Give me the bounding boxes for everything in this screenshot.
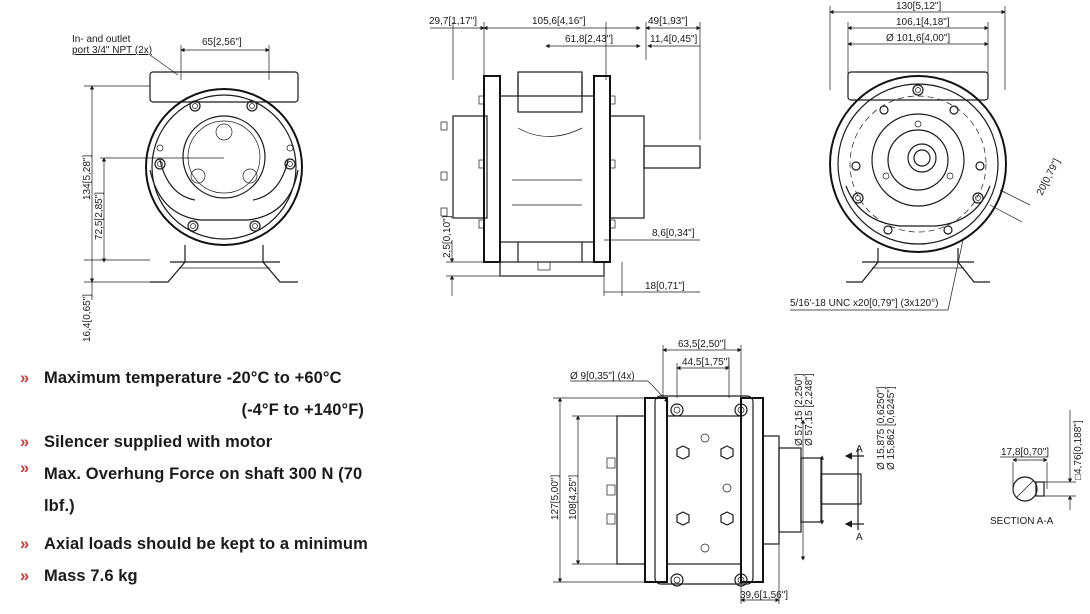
spec-list: » Maximum temperature -20°C to +60°C (-4…	[20, 368, 370, 598]
dim-port-spacing: 65[2,56"]	[202, 37, 242, 48]
dim-foot: 16,4[0,65"]	[82, 294, 93, 342]
front-view: In- and outlet port 3/4" NPT (2x) 65[2,5…	[72, 34, 303, 342]
section-label: SECTION A-A	[990, 516, 1054, 527]
spec-item: » Maximum temperature -20°C to +60°C (-4…	[20, 368, 370, 420]
dim-width-total: 130[5,12"]	[896, 1, 941, 12]
dim-key: 17,8[0,70"]	[1001, 447, 1049, 458]
dim-left-offset: 29,7[1,17"]	[429, 16, 477, 27]
bullet-marker: »	[20, 535, 30, 553]
thread-note: 5/16'-18 UNC x20[0,79"] (3x120°)	[790, 298, 938, 309]
dim-bottom: 39,6[1,56"]	[740, 590, 788, 601]
spec-text: Maximum temperature -20°C to +60°C	[44, 369, 342, 387]
dim-pilot-2: Ø 57,15 [2,248"]	[804, 373, 815, 446]
spec-text: Max. Overhung Force on shaft 300 N (70 l…	[44, 465, 363, 515]
spec-item: » Max. Overhung Force on shaft 300 N (70…	[20, 458, 370, 522]
bullet-marker: »	[20, 567, 30, 585]
dim-pcd: Ø 101,6[4,00"]	[886, 33, 950, 44]
dim-holes: Ø 9[0,35"] (4x)	[570, 371, 635, 382]
dim-hole-inner: 44,5[1,75"]	[682, 357, 730, 368]
dim-square: □4,76[0,188"]	[1073, 420, 1084, 480]
dim-pilot-1: Ø 57,15 [2,250"]	[794, 373, 805, 446]
spec-item: » Silencer supplied with motor	[20, 432, 370, 452]
dim-height-inner: 108[4,25"]	[568, 475, 579, 520]
bullet-marker: »	[20, 433, 30, 451]
port-label-1: In- and outlet	[72, 34, 131, 45]
dim-shaft-step: 11,4[0,45"]	[650, 34, 698, 45]
spec-item: » Axial loads should be kept to a minimu…	[20, 534, 370, 554]
dim-inner: 61,8[2,43"]	[565, 34, 613, 45]
end-view: 130[5,12"] 106,1[4,18"] Ø 101,6[4,00"] 2…	[790, 1, 1063, 311]
dim-shaft-ext: 49[1,93"]	[648, 16, 688, 27]
spec-text: Mass 7.6 kg	[44, 567, 138, 585]
dim-body-length: 105,6[4,16"]	[532, 16, 586, 27]
spec-text-cont: (-4°F to +140°F)	[241, 401, 364, 419]
dim-hole-span: 63,5[2,50"]	[678, 339, 726, 350]
bottom-view: 63,5[2,50"] 44,5[1,75"] Ø 9[0,35"] (4x) …	[550, 339, 897, 604]
bullet-marker: »	[20, 369, 30, 387]
spec-text: Axial loads should be kept to a minimum	[44, 535, 368, 553]
spec-item: » Mass 7.6 kg	[20, 566, 370, 586]
dim-center-height: 72,5[2,85"]	[94, 192, 105, 240]
dim-shaft-1: Ø 15,875 [0,6250"]	[876, 386, 887, 470]
dim-shaft-2: Ø 15,862 [0,6245"]	[886, 386, 897, 470]
bullet-marker: »	[20, 459, 30, 477]
section-mark-bottom: A	[856, 532, 863, 543]
dim-height-total: 134[5,28"]	[82, 155, 93, 200]
spec-text: Silencer supplied with motor	[44, 433, 273, 451]
dim-foot-offset: 8,6[0,34"]	[652, 228, 695, 239]
side-view: 29,7[1,17"] 105,6[4,16"] 49[1,93"] 61,8[…	[429, 16, 701, 296]
dim-width-inner: 106,1[4,18"]	[896, 17, 950, 28]
dim-height: 127[5,00"]	[550, 475, 561, 520]
section-a-a: 17,8[0,70"] □4,76[0,188"] SECTION A-A	[990, 410, 1084, 527]
dim-base: 2,5[0,10"]	[442, 215, 453, 258]
port-label-2: port 3/4" NPT (2x)	[72, 45, 152, 56]
dim-foot-len: 18[0,71"]	[645, 281, 685, 292]
section-mark-top: A	[856, 444, 863, 455]
dim-angle: 20[0,79"]	[1035, 157, 1063, 198]
